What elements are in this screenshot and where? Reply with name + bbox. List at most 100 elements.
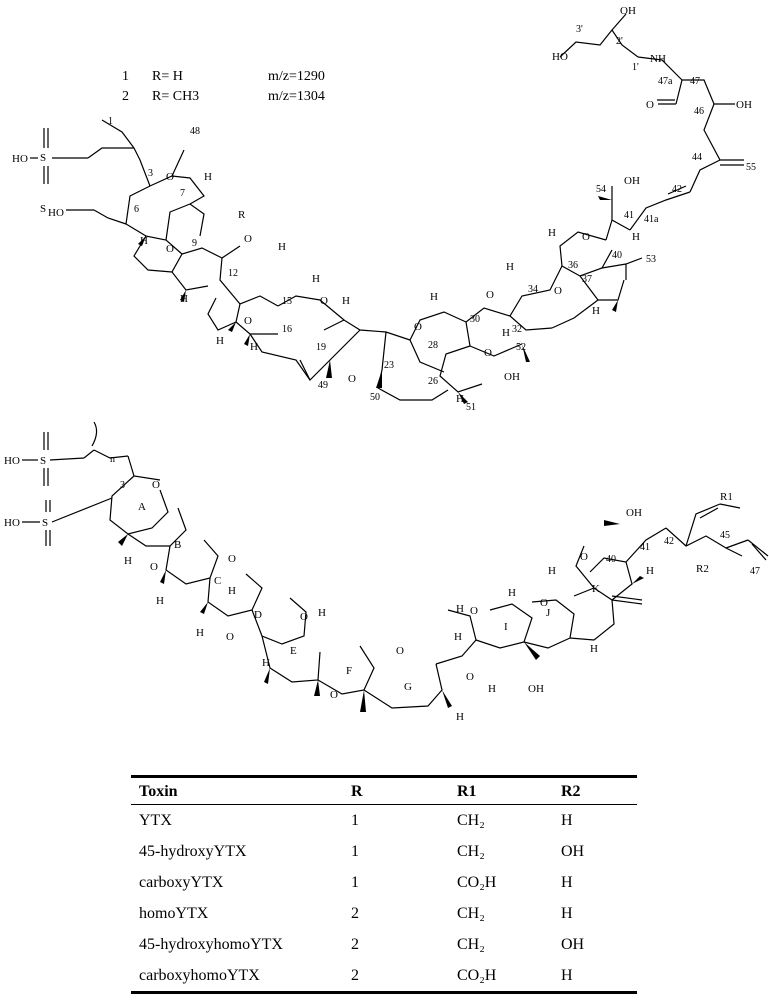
cell-toxin: YTX — [139, 812, 172, 829]
bottom-sulfate-groups: HO S HO S n — [4, 421, 115, 546]
locant-1: 1 — [108, 116, 113, 127]
locant-42: 42 — [672, 184, 682, 195]
locant-3: 3 — [148, 168, 153, 179]
bottom-o-f: O — [330, 689, 338, 701]
ring-letter-h: H — [454, 631, 462, 643]
cell-r: 1 — [351, 874, 359, 891]
cell-r1: CH₂ — [457, 843, 485, 860]
bottom-stereo-marks: H H H H H H H H H H H H H — [118, 520, 654, 723]
top-o-ring-g: O — [414, 321, 422, 333]
top-side-chain-labels: HO OH NH O OH 1' 2' 3' 47a 47 46 44 55 4… — [552, 5, 756, 225]
locant-28: 28 — [428, 340, 438, 351]
bottom-o-h: O — [470, 605, 478, 617]
legend-2-number: 2 — [122, 89, 129, 104]
bottom-sulfate1-s: S — [40, 455, 46, 467]
locant-41: 41 — [624, 210, 634, 221]
top-sulfate2-ho: HO — [48, 207, 64, 219]
bottom-o-c: O — [228, 553, 236, 565]
top-o-ring-f: O — [348, 373, 356, 385]
locant-53: 53 — [646, 254, 656, 265]
legend-2-mz: m/z=1304 — [268, 89, 325, 104]
bottom-locant-3: 3 — [120, 480, 125, 491]
header-toxin: Toxin — [131, 776, 343, 805]
ring-letter-j: J — [546, 607, 551, 619]
cell-r2: OH — [561, 843, 585, 860]
top-h-31: H — [502, 327, 510, 339]
cell-r: 1 — [351, 843, 359, 860]
locant-44: 44 — [692, 152, 702, 163]
bottom-o-e: O — [300, 611, 308, 623]
cell-r: 2 — [351, 936, 359, 953]
ring-letter-g: G — [404, 681, 412, 693]
locant-12: 12 — [228, 268, 238, 279]
cell-r1: CO₂H — [449, 960, 553, 994]
bottom-ring-bonds — [83, 449, 769, 709]
top-h-28: H — [430, 291, 438, 303]
ring-letter-k: K — [592, 583, 600, 595]
cell-r2: H — [553, 960, 637, 994]
cell-r: 1 — [351, 812, 359, 829]
top-o-ring-h: O — [486, 289, 494, 301]
bottom-o-k: O — [580, 551, 588, 563]
table-row: homoYTX 2 CH₂ H — [131, 898, 637, 929]
bottom-h-10: H — [508, 587, 516, 599]
locant-30: 30 — [470, 314, 480, 325]
top-carbonyl-o: O — [646, 99, 654, 111]
legend-2-r: R= CH3 — [152, 89, 199, 104]
bottom-sulfate1-ho: HO — [4, 455, 20, 467]
top-o-ring-d: O — [244, 315, 252, 327]
top-h-15: H — [216, 335, 224, 347]
table-row: 45-hydroxyhomoYTX 2 CH₂ OH — [131, 929, 637, 960]
toxin-table-header: Toxin R R1 R2 — [131, 776, 637, 805]
bottom-h-6: H — [318, 607, 326, 619]
ring-letter-e: E — [290, 645, 297, 657]
compound-legend: 1 R= H m/z=1290 2 R= CH3 m/z=1304 — [122, 69, 325, 104]
cell-r2: OH — [561, 936, 585, 953]
top-o-ring-b: O — [166, 243, 174, 255]
cell-r1: CO₂H — [457, 874, 497, 891]
header-r2: R2 — [553, 776, 637, 805]
locant-37: 37 — [582, 274, 592, 285]
locant-15: 15 — [282, 296, 292, 307]
top-sulfate1-s: S — [40, 152, 46, 164]
bottom-o-g: O — [396, 645, 404, 657]
toxin-table-header-row: Toxin R R1 R2 — [131, 776, 637, 805]
bottom-locant-45: 45 — [720, 530, 730, 541]
cell-r: 2 — [343, 960, 449, 994]
bottom-o-i: O — [466, 671, 474, 683]
locant-1p: 1' — [632, 62, 639, 73]
top-side-chain-bonds — [559, 13, 744, 241]
cell-r2: H — [561, 905, 573, 922]
bottom-n-subscript: n — [110, 454, 115, 465]
bottom-locant-42: 42 — [664, 536, 674, 547]
cell-toxin: 45-hydroxyYTX — [139, 843, 247, 860]
legend-1-mz: m/z=1290 — [268, 69, 325, 84]
locant-9: 9 — [192, 238, 197, 249]
top-h-36: H — [548, 227, 556, 239]
top-o-ring-k: O — [582, 231, 590, 243]
locant-46: 46 — [694, 106, 704, 117]
top-h-37: H — [592, 305, 600, 317]
bottom-sulfate2-s: S — [42, 517, 48, 529]
bottom-h-7: H — [456, 603, 464, 615]
toxin-table-body: YTX 1 CH₂ H 45-hydroxyYTX 1 CH₂ OH carbo… — [131, 805, 637, 994]
top-h-16: H — [250, 341, 258, 353]
top-sulfate1-ho: HO — [12, 153, 28, 165]
ring-letter-c: C — [214, 575, 221, 587]
cell-r1: CH₂ — [457, 936, 485, 953]
header-r: R — [343, 776, 449, 805]
legend-1-r: R= H — [152, 69, 183, 84]
top-o-ring-c: O — [244, 233, 252, 245]
yessotoxin-structures-figure: 1 R= H m/z=1290 2 R= CH3 m/z=1304 HO — [4, 5, 769, 723]
cell-r: 2 — [351, 905, 359, 922]
locant-6: 6 — [134, 204, 139, 215]
top-o-ring-i: O — [484, 347, 492, 359]
locant-16: 16 — [282, 324, 292, 335]
top-h-20: H — [342, 295, 350, 307]
locant-19: 19 — [316, 342, 326, 353]
top-o-ring-e: O — [320, 295, 328, 307]
top-o-ring-j: O — [554, 285, 562, 297]
cell-r1: CH₂ — [457, 905, 485, 922]
top-stereo-marks: H H H H H H H H H H H H H H H — [138, 171, 640, 405]
top-sulfate2-s: S — [40, 203, 46, 215]
